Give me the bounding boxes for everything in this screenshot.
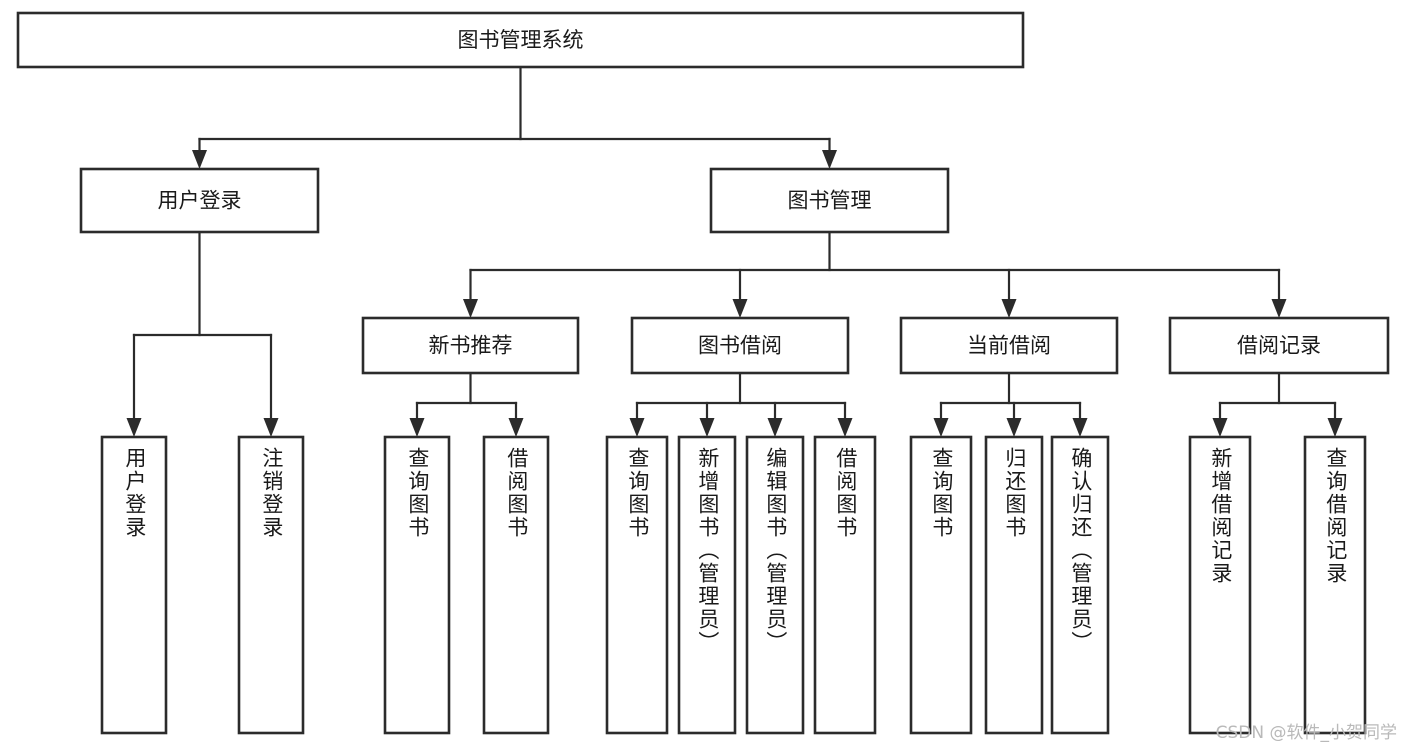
arrow-down-icon-new-book-recommend: [463, 299, 478, 318]
csdn-watermark: CSDN @软件_小贺同学: [1215, 723, 1397, 743]
arrow-down-icon-leaf-query-record: [1327, 418, 1343, 437]
arrow-down-icon-leaf-edit-book: [767, 418, 783, 437]
level2-node-user-login-box: [79, 167, 320, 234]
leaf-node-leaf-query-book-cur-box[interactable]: [909, 435, 973, 735]
level3-node-borrow-record-label: 借阅记录: [1237, 334, 1321, 358]
arrow-down-icon-leaf-query-book-cur: [933, 418, 949, 437]
level3-node-book-borrow[interactable]: 图书借阅: [630, 316, 850, 375]
level3-node-current-borrow[interactable]: 当前借阅: [899, 316, 1119, 375]
level3-node-borrow-record[interactable]: 借阅记录: [1168, 316, 1390, 375]
level3-node-book-borrow-box: [630, 316, 850, 375]
level2-node-book-manage-label: 图书管理: [788, 189, 872, 213]
leaf-node-leaf-query-record-box[interactable]: [1303, 435, 1367, 735]
leaf-node-leaf-confirm-return-box[interactable]: [1050, 435, 1110, 735]
arrow-down-icon-leaf-borrow-book-bor: [837, 418, 853, 437]
root-node-system-box: [16, 11, 1025, 69]
arrow-down-icon-book-manage: [822, 150, 837, 169]
level3-node-borrow-record-box: [1168, 316, 1390, 375]
level2-node-user-login-label: 用户登录: [158, 189, 242, 213]
arrow-down-icon-leaf-query-book-rec: [409, 418, 425, 437]
leaf-node-leaf-query-book-bor-box[interactable]: [605, 435, 669, 735]
level3-node-new-book-recommend-label: 新书推荐: [429, 334, 513, 358]
leaf-node-leaf-borrow-book-bor-box[interactable]: [813, 435, 877, 735]
level2-node-user-login[interactable]: 用户登录: [79, 167, 320, 234]
arrow-down-icon-leaf-query-book-bor: [629, 418, 645, 437]
arrow-down-icon-leaf-borrow-book-rec: [508, 418, 524, 437]
level3-node-current-borrow-label: 当前借阅: [967, 334, 1051, 358]
leaf-node-leaf-return-book-box[interactable]: [984, 435, 1044, 735]
level3-node-book-borrow-label: 图书借阅: [698, 334, 782, 358]
level3-node-new-book-recommend[interactable]: 新书推荐: [361, 316, 580, 375]
arrow-down-icon-leaf-user-login: [126, 418, 142, 437]
leaf-node-leaf-logout-box[interactable]: [237, 435, 305, 735]
arrow-down-icon-leaf-add-book: [699, 418, 715, 437]
level3-node-current-borrow-box: [899, 316, 1119, 375]
arrow-down-icon-leaf-logout: [263, 418, 279, 437]
arrow-down-icon-user-login: [192, 150, 207, 169]
leaf-node-leaf-add-book-box[interactable]: [677, 435, 737, 735]
arrow-down-icon-leaf-add-record: [1212, 418, 1228, 437]
leaf-node-leaf-query-book-rec-box[interactable]: [383, 435, 451, 735]
root-node-system-label: 图书管理系统: [458, 28, 584, 52]
arrow-down-icon-leaf-return-book: [1006, 418, 1022, 437]
level2-node-book-manage-box: [709, 167, 950, 234]
arrow-down-icon-leaf-confirm-return: [1072, 418, 1088, 437]
leaf-node-leaf-user-login-box[interactable]: [100, 435, 168, 735]
leaf-node-leaf-add-record-box[interactable]: [1188, 435, 1252, 735]
leaf-node-leaf-edit-book-box[interactable]: [745, 435, 805, 735]
leaf-node-leaf-borrow-book-rec-box[interactable]: [482, 435, 550, 735]
arrow-down-icon-borrow-record: [1271, 299, 1287, 318]
level2-node-book-manage[interactable]: 图书管理: [709, 167, 950, 234]
arrow-down-icon-book-borrow: [732, 299, 748, 318]
level3-node-new-book-recommend-box: [361, 316, 580, 375]
connector-layer: [126, 65, 1343, 437]
root-node-system[interactable]: 图书管理系统: [16, 11, 1025, 69]
arrow-down-icon-current-borrow: [1001, 299, 1017, 318]
